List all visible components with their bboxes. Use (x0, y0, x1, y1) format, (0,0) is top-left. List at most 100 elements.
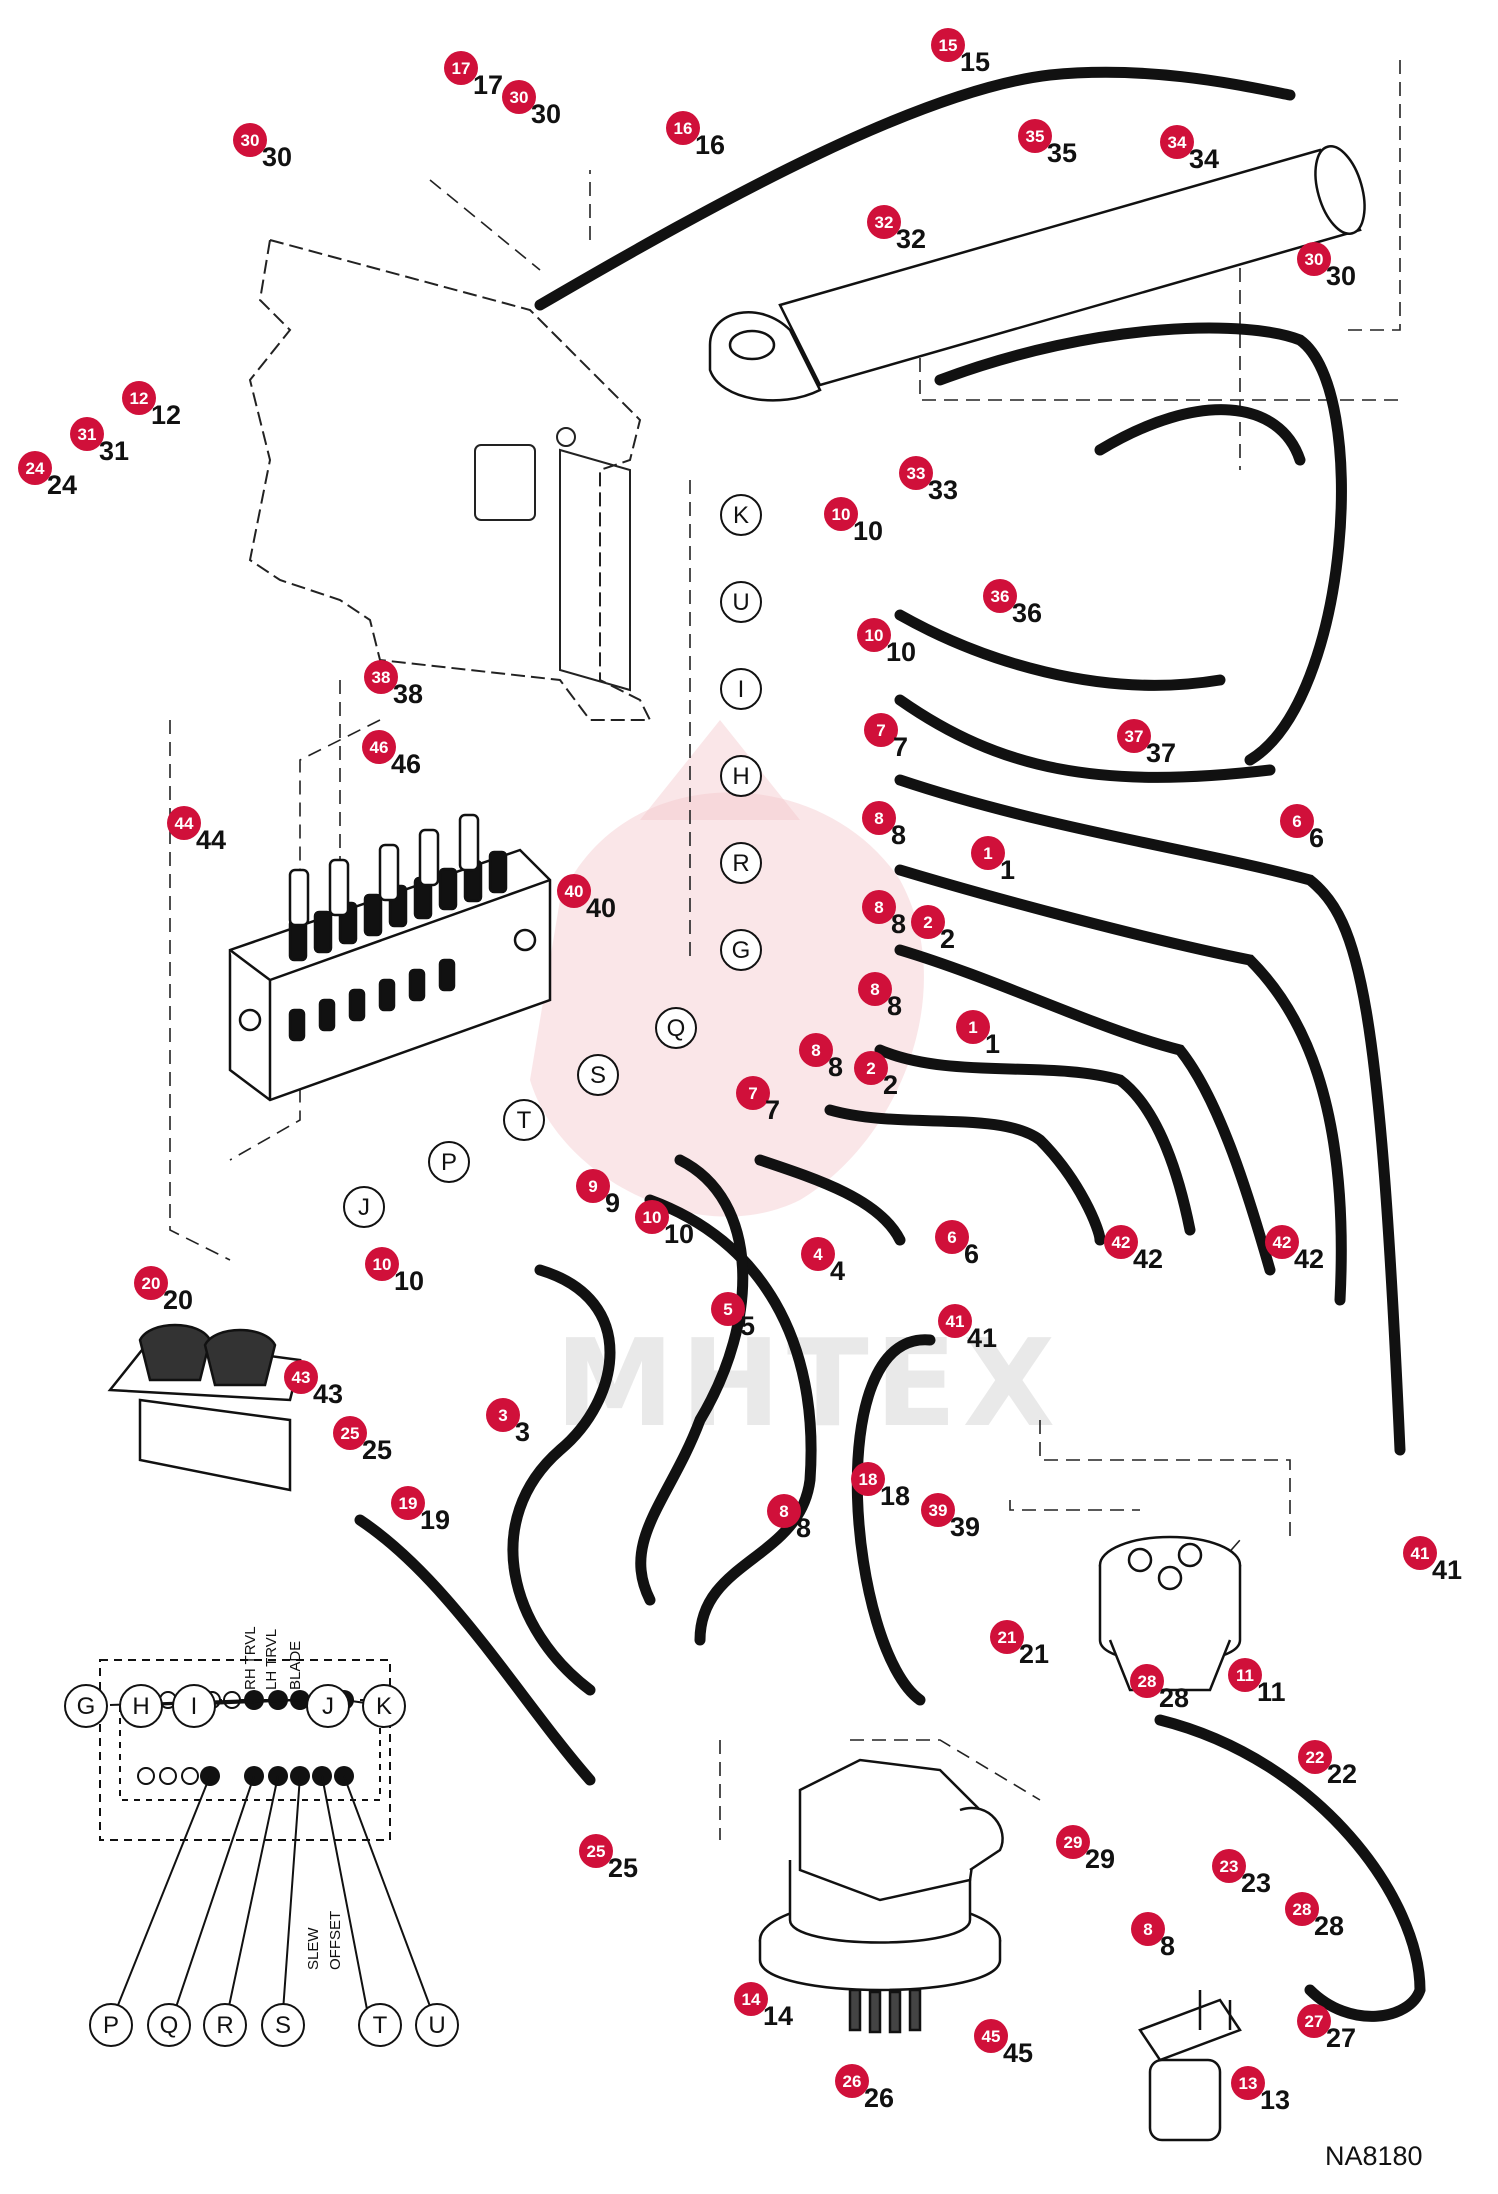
callout-badge (956, 1010, 990, 1044)
callout-label: 10 (853, 516, 883, 546)
callout-badge (233, 123, 267, 157)
callout-badge (858, 972, 892, 1006)
callout-badge (864, 713, 898, 747)
callout-label: 21 (1019, 1639, 1049, 1669)
callout-badge (1265, 1225, 1299, 1259)
callout-badge (579, 1834, 613, 1868)
callout-2: 22 (854, 1051, 898, 1100)
callout-label: 41 (1432, 1555, 1462, 1585)
inset-letter-text: R (216, 2012, 233, 2039)
callout-badge (1285, 1892, 1319, 1926)
callout-badge (444, 51, 478, 85)
inset-letter-text: I (191, 1693, 198, 1720)
callout-9: 99 (576, 1169, 620, 1218)
callout-label: 11 (1257, 1677, 1286, 1707)
callout-badge-number: 18 (859, 1470, 878, 1489)
callout-badge-number: 8 (811, 1041, 820, 1060)
callout-badge-number: 9 (588, 1177, 597, 1196)
callout-label: 1 (985, 1029, 1000, 1059)
callout-badge (711, 1292, 745, 1326)
callout-badge (18, 451, 52, 485)
port-letter-P: P (428, 1141, 470, 1183)
callout-label: 4 (830, 1256, 845, 1286)
callout-badge (364, 660, 398, 694)
callout-label: 46 (391, 749, 421, 779)
callout-label: 43 (313, 1379, 343, 1409)
callout-label: 36 (1012, 598, 1042, 628)
callout-badge (1297, 242, 1331, 276)
callout-badge (824, 497, 858, 531)
swing-motor (758, 1758, 1004, 2034)
port-letter-H: H (720, 755, 762, 797)
inset-letter-T: T (358, 2003, 402, 2047)
port-letter-text: Q (667, 1015, 686, 1042)
callout-5: 55 (711, 1292, 755, 1341)
port-letter-G: G (720, 929, 762, 971)
inset-function-label: BLADE (287, 1641, 304, 1690)
callout-badge (576, 1169, 610, 1203)
callout-4: 44 (801, 1237, 845, 1286)
callout-badge-number: 36 (991, 587, 1010, 606)
callout-badge-number: 43 (292, 1368, 311, 1387)
callout-label: 8 (887, 991, 902, 1021)
callout-badge (1298, 1740, 1332, 1774)
callout-badge (935, 1220, 969, 1254)
callout-badge (931, 28, 965, 62)
callout-badge (1228, 1658, 1262, 1692)
callout-8: 88 (858, 972, 902, 1021)
callout-label: 37 (1146, 738, 1176, 768)
callout-label: 25 (362, 1435, 392, 1465)
callout-badge-number: 46 (370, 738, 389, 757)
port-letter-K: K (720, 494, 762, 536)
inset-letter-I: I (172, 1684, 216, 1728)
port-letter-U: U (720, 581, 762, 623)
inset-letter-H: H (119, 1684, 163, 1728)
callout-7: 77 (736, 1076, 780, 1125)
callout-label: 10 (664, 1219, 694, 1249)
callout-badge (867, 205, 901, 239)
callout-badge-number: 26 (843, 2072, 862, 2091)
callout-label: 19 (420, 1505, 450, 1535)
inset-function-label: LH TRVL (263, 1629, 280, 1690)
port-letter-text: J (358, 1194, 370, 1221)
callout-label: 15 (960, 47, 990, 77)
callout-label: 5 (740, 1311, 755, 1341)
callout-badge-number: 44 (175, 814, 194, 833)
callout-label: 9 (605, 1188, 620, 1218)
callout-label: 31 (99, 436, 129, 466)
inset-letter-text: H (132, 1693, 149, 1720)
callout-badge-number: 7 (876, 721, 885, 740)
callout-badge-number: 13 (1239, 2074, 1258, 2093)
inset-letter-text: S (275, 2012, 291, 2039)
callout-label: 12 (151, 400, 181, 430)
inset-letter-K: K (362, 1684, 406, 1728)
callout-badge-number: 2 (866, 1059, 875, 1078)
callout-badge-number: 33 (907, 464, 926, 483)
callout-label: 17 (473, 70, 503, 100)
callout-badge-number: 41 (946, 1312, 965, 1331)
callout-badge-number: 31 (78, 425, 97, 444)
callout-badge (134, 1266, 168, 1300)
callout-badge (971, 836, 1005, 870)
port-letter-text: G (732, 937, 751, 964)
callout-badge-number: 41 (1411, 1544, 1430, 1563)
callout-label: 30 (1326, 261, 1356, 291)
callout-label: 13 (1260, 2085, 1290, 2115)
